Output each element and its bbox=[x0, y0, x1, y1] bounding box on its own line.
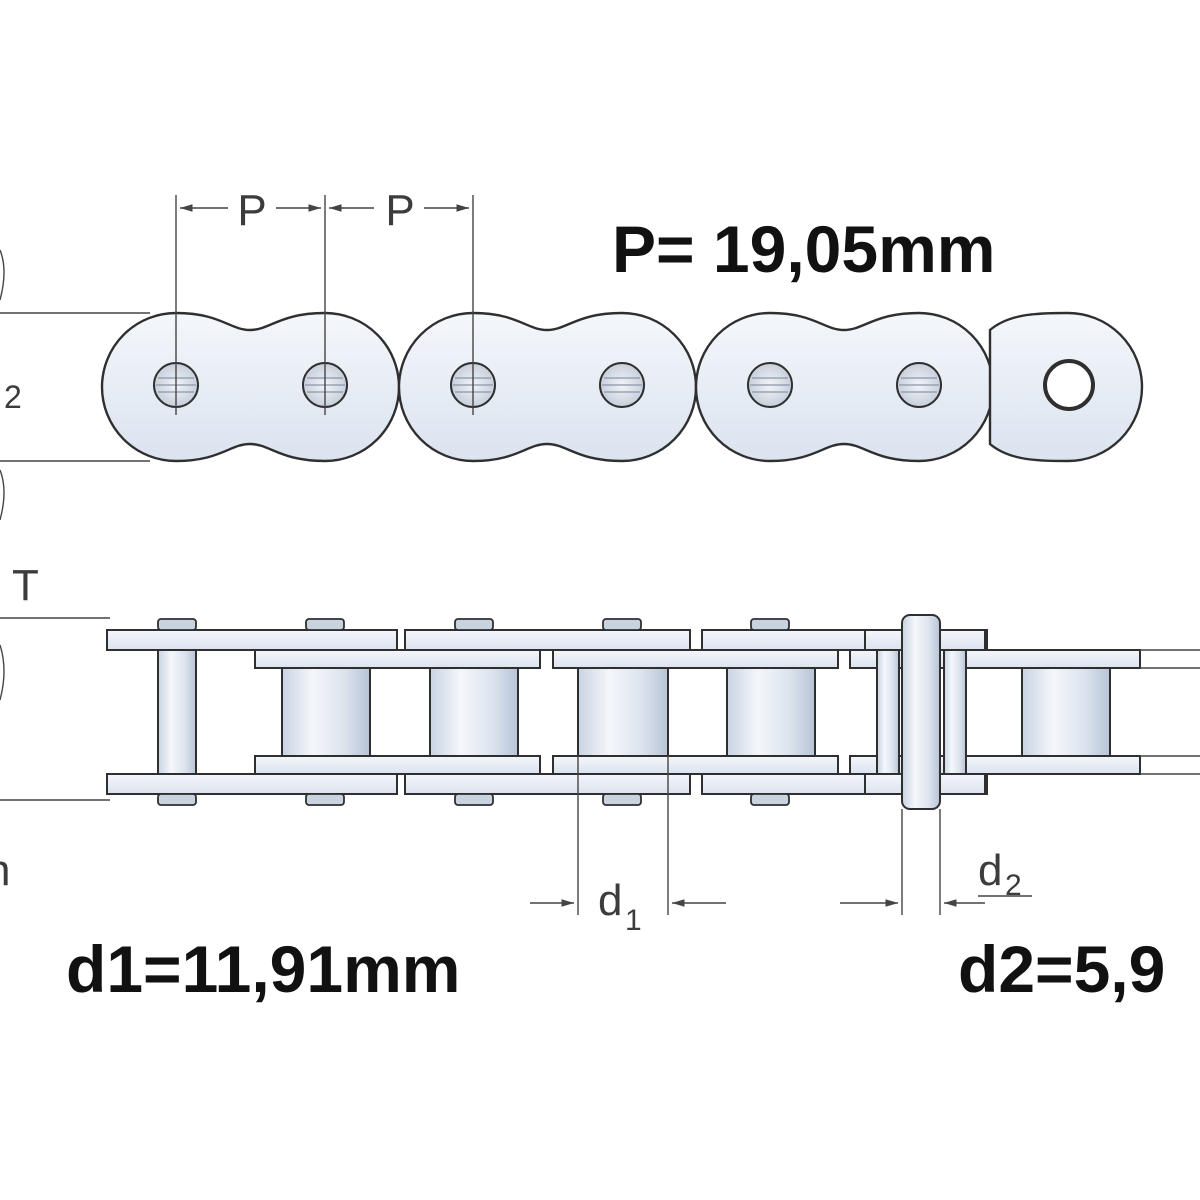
rollers bbox=[281, 667, 1111, 757]
roller-5 bbox=[1021, 667, 1111, 757]
pin-holes bbox=[153, 359, 1095, 411]
partial-arrow-bottom bbox=[0, 469, 5, 521]
inner-plate-bottom-2 bbox=[552, 755, 839, 775]
pin-left bbox=[157, 649, 197, 775]
chain-top-view: T h bbox=[0, 561, 1200, 1006]
partial-label-h: h bbox=[0, 846, 10, 895]
pitch-marker-1: P bbox=[237, 186, 266, 235]
chain-plate-2 bbox=[397, 311, 698, 463]
pin-heads bbox=[157, 618, 790, 806]
partial-arrow-top bbox=[0, 249, 5, 301]
roller-1 bbox=[281, 667, 371, 757]
inner-plate-bottom-1 bbox=[254, 755, 541, 775]
roller-2 bbox=[429, 667, 519, 757]
partial-label-T: T bbox=[12, 561, 39, 610]
pin-diameter-value: d2=5,9 bbox=[958, 932, 1165, 1006]
chain-plate-3 bbox=[694, 311, 995, 463]
partial-label-b2: 2 bbox=[4, 379, 22, 415]
outer-plate-bottom-2 bbox=[404, 773, 691, 795]
pin-diameter-dimension bbox=[840, 809, 1032, 915]
chain-plate-1 bbox=[100, 311, 401, 463]
roller-diameter-dimension bbox=[530, 756, 726, 915]
pitch-value: P= 19,05mm bbox=[612, 212, 995, 286]
roller-diameter-value: d1=11,91mm bbox=[66, 932, 460, 1006]
outer-plate-bottom-1 bbox=[106, 773, 398, 795]
outer-plate-top-1 bbox=[106, 629, 398, 651]
chain-side-view: P P 2 P= 19,05mm bbox=[0, 186, 1144, 521]
pin-dia-letter: d bbox=[978, 846, 1002, 895]
outer-plate-top-2 bbox=[404, 629, 691, 651]
connecting-link bbox=[864, 614, 986, 810]
pin-dia-sub: 2 bbox=[1005, 869, 1022, 902]
roller-dia-letter: d bbox=[598, 876, 622, 925]
roller-4 bbox=[726, 667, 816, 757]
inner-plates bbox=[254, 649, 1141, 775]
inner-plate-top-1 bbox=[254, 649, 541, 669]
pitch-dimension bbox=[175, 195, 474, 415]
roller-3 bbox=[577, 667, 669, 757]
inner-plate-top-2 bbox=[552, 649, 839, 669]
roller-dia-sub: 1 bbox=[625, 904, 642, 937]
pitch-marker-2: P bbox=[385, 186, 414, 235]
connecting-pin bbox=[901, 614, 941, 810]
pin-hole-open bbox=[1043, 359, 1095, 411]
